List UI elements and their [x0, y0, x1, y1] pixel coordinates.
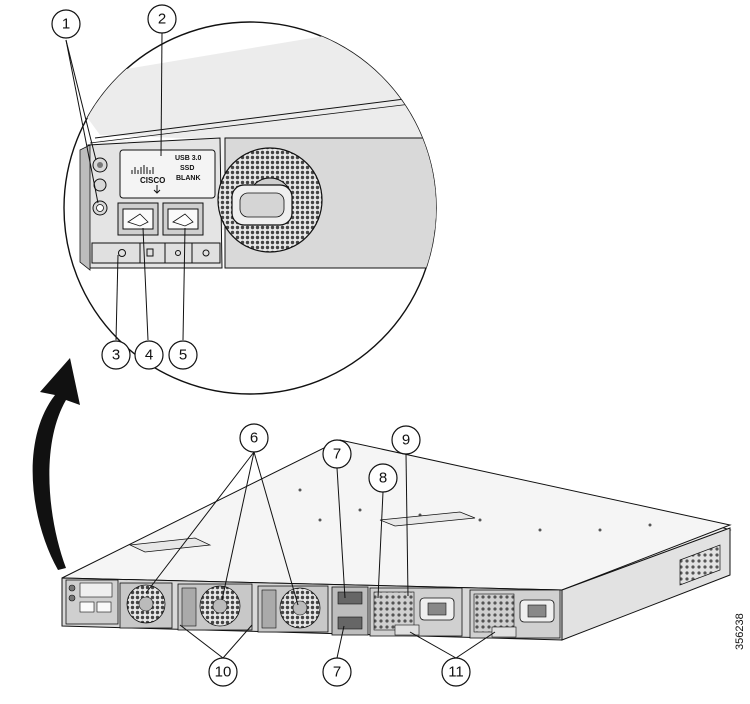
callouts: 1 2 3 4 5 6 7 7: [51, 4, 471, 687]
fan-module-2: [177, 583, 253, 631]
switch-chassis: [61, 439, 732, 641]
callout-9: 9: [391, 425, 421, 455]
chassis-control-panel: [65, 579, 119, 625]
callout-10: 10: [208, 657, 238, 687]
down-arrow-icon: [153, 185, 161, 194]
power-led-icon: [202, 249, 210, 257]
callout-5: 5: [168, 340, 198, 370]
power-supply-2: [469, 589, 561, 639]
callout-7-top-label: 7: [333, 446, 341, 463]
callout-4-label: 4: [145, 347, 153, 364]
callout-8: 8: [368, 463, 398, 493]
user-led-icon: [175, 250, 181, 256]
status-led-icon: [146, 248, 154, 257]
callout-4: 4: [134, 340, 164, 370]
callout-7-bottom-label: 7: [333, 664, 341, 681]
ssd-label-line2: SSD: [180, 165, 194, 172]
ssd-label-line3: BLANK: [176, 175, 201, 182]
stackpower-connectors: [331, 586, 369, 636]
management-port: [117, 202, 159, 236]
cisco-logo: CISCO: [140, 176, 165, 185]
fan-module-3: [257, 585, 329, 633]
callout-1-label: 1: [62, 16, 70, 33]
cisco-bars-icon: [131, 165, 154, 174]
callout-2: 2: [147, 4, 177, 34]
callout-6-label: 6: [250, 430, 258, 447]
power-supply-1: [369, 587, 463, 637]
ssd-slot: CISCO USB 3.0 SSD BLANK: [119, 149, 216, 199]
zoom-detail: CISCO USB 3.0 SSD BLANK: [63, 21, 437, 395]
callout-2-label: 2: [158, 11, 166, 28]
stacking-port: [162, 202, 204, 236]
callout-10-label: 10: [215, 664, 232, 681]
callout-9-label: 9: [402, 432, 410, 449]
mode-button-icon: [118, 249, 126, 257]
figure-reference-number: 356238: [734, 613, 746, 650]
callout-5-label: 5: [179, 347, 187, 364]
callout-11: 11: [441, 657, 471, 687]
callout-11-label: 11: [448, 664, 464, 681]
callout-3: 3: [101, 340, 131, 370]
zoom-leader-lines: [65, 32, 186, 341]
callout-6: 6: [239, 423, 269, 453]
ssd-label-line1: USB 3.0: [175, 155, 202, 162]
chassis-leader-lines: [145, 451, 496, 659]
zoom-fan-module: [217, 137, 436, 269]
fan-module-1: [119, 582, 173, 629]
callout-7-top: 7: [322, 439, 352, 469]
callout-1: 1: [51, 9, 81, 39]
zoom-arrow-icon: [32, 358, 80, 570]
callout-7-bottom: 7: [322, 657, 352, 687]
side-vent: [679, 544, 721, 586]
callout-3-label: 3: [112, 347, 120, 364]
callout-8-label: 8: [379, 470, 387, 487]
top-surface-detail: [298, 488, 652, 532]
